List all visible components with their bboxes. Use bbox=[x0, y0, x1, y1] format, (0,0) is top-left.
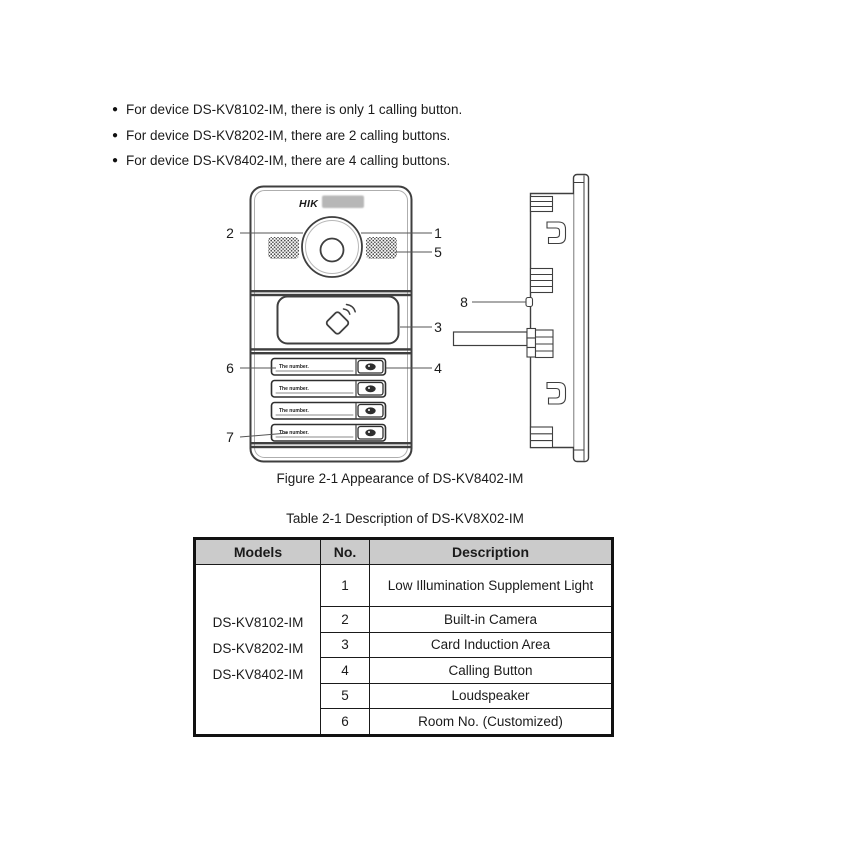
calling-button-row: The number. bbox=[270, 401, 387, 420]
room-number-label: The number. bbox=[279, 430, 309, 436]
calling-button-rows: The number. The number. The number bbox=[270, 357, 387, 442]
table-title: Table 2-1 Description of DS-KV8X02-IM bbox=[286, 511, 524, 526]
side-view-bottom-block bbox=[529, 426, 554, 449]
bullet-text: For device DS-KV8202-IM, there are 2 cal… bbox=[126, 127, 451, 143]
cable-conduit bbox=[452, 331, 528, 347]
brand-logo: HIK bbox=[299, 195, 364, 210]
camera-lens bbox=[319, 237, 345, 263]
figure-caption: Figure 2-1 Appearance of DS-KV8402-IM bbox=[276, 471, 524, 486]
bullet-item: ● For device DS-KV8102-IM, there is only… bbox=[112, 97, 462, 123]
row-description: Built-in Camera bbox=[369, 606, 613, 633]
row-no: 6 bbox=[320, 708, 370, 736]
room-number-label: The number. bbox=[279, 386, 309, 392]
bullet-text: For device DS-KV8402-IM, there are 4 cal… bbox=[126, 153, 451, 169]
table-header-row: Models No. Description bbox=[194, 538, 613, 565]
callout-4: 4 bbox=[434, 360, 442, 376]
brand-logo-text: HIK bbox=[299, 198, 319, 210]
side-view bbox=[452, 173, 590, 463]
table-row: DS-KV8102-IM DS-KV8202-IM DS-KV8402-IM 1… bbox=[194, 564, 613, 736]
front-panel-bezel bbox=[254, 190, 408, 458]
bullet-list: ● For device DS-KV8102-IM, there is only… bbox=[112, 97, 462, 174]
row-no: 1 bbox=[320, 564, 370, 607]
calling-button-row: The number. bbox=[270, 379, 387, 398]
calling-button-icon bbox=[365, 407, 376, 415]
table-row: 3 Card Induction Area bbox=[195, 631, 613, 658]
row-description: Room No. (Customized) bbox=[369, 708, 613, 736]
mounting-hook-lower bbox=[546, 381, 567, 405]
model-name: DS-KV8102-IM bbox=[212, 615, 304, 631]
side-view-housing bbox=[529, 192, 574, 449]
header-no: No. bbox=[320, 538, 370, 565]
callouts bbox=[239, 232, 526, 438]
calling-button-icon bbox=[365, 385, 376, 393]
card-wave-icon bbox=[342, 308, 351, 315]
models-cell: DS-KV8102-IM DS-KV8202-IM DS-KV8402-IM bbox=[194, 564, 321, 736]
card-icon bbox=[325, 311, 350, 335]
loudspeaker-grille-right bbox=[366, 237, 397, 259]
logo-blur-redaction bbox=[322, 195, 364, 208]
side-view-plate bbox=[572, 173, 590, 463]
card-induction-area bbox=[276, 295, 400, 345]
fixing-screw bbox=[525, 296, 534, 308]
row-description: Low Illumination Supplement Light bbox=[387, 578, 594, 593]
table-row: 6 Room No. (Customized) bbox=[195, 708, 613, 736]
callout-7: 7 bbox=[226, 429, 234, 445]
row-no: 4 bbox=[320, 657, 370, 684]
callout-numbers: 2 1 5 3 6 4 7 8 bbox=[226, 225, 468, 445]
header-description: Description bbox=[369, 538, 613, 565]
calling-button-icon bbox=[365, 429, 376, 437]
row-no: 5 bbox=[320, 682, 370, 709]
callout-2: 2 bbox=[226, 225, 234, 241]
bullet-icon: ● bbox=[112, 129, 119, 141]
bullet-icon: ● bbox=[112, 104, 119, 116]
mounting-hook-upper bbox=[546, 221, 567, 245]
row-no: 2 bbox=[320, 606, 370, 633]
bullet-item: ● For device DS-KV8202-IM, there are 2 c… bbox=[112, 123, 462, 149]
table-row: 4 Calling Button bbox=[195, 657, 613, 684]
conduit-terminals bbox=[526, 327, 554, 359]
description-table: Models No. Description DS-KV8102-IM DS-K… bbox=[193, 537, 614, 737]
model-name: DS-KV8402-IM bbox=[212, 667, 304, 683]
calling-button-row: The number. bbox=[270, 357, 387, 376]
front-view: HIK bbox=[249, 185, 413, 463]
side-view-middle-block bbox=[529, 267, 554, 294]
loudspeaker-grille-left bbox=[268, 237, 299, 259]
callout-3: 3 bbox=[434, 319, 442, 335]
bullet-text: For device DS-KV8102-IM, there is only 1… bbox=[126, 102, 463, 118]
callout-6: 6 bbox=[226, 360, 234, 376]
callout-5: 5 bbox=[434, 244, 442, 260]
row-description: Card Induction Area bbox=[369, 631, 613, 658]
row-description: Calling Button bbox=[369, 657, 613, 684]
row-no: 3 bbox=[320, 631, 370, 658]
callout-1: 1 bbox=[434, 225, 442, 241]
side-view-top-block bbox=[529, 195, 554, 213]
bullet-icon: ● bbox=[112, 155, 119, 167]
callout-8: 8 bbox=[460, 294, 468, 310]
built-in-camera bbox=[301, 216, 363, 278]
header-models: Models bbox=[194, 538, 321, 565]
calling-button-row: The number. bbox=[270, 423, 387, 442]
room-number-label: The number. bbox=[279, 364, 309, 370]
calling-button-icon bbox=[365, 363, 376, 371]
bullet-item: ● For device DS-KV8402-IM, there are 4 c… bbox=[112, 148, 462, 174]
panel-dividers bbox=[251, 290, 411, 449]
card-wave-icon bbox=[345, 303, 356, 313]
row-description: Loudspeaker bbox=[369, 682, 613, 709]
room-number-label: The number. bbox=[279, 408, 309, 414]
model-name: DS-KV8202-IM bbox=[212, 641, 304, 657]
